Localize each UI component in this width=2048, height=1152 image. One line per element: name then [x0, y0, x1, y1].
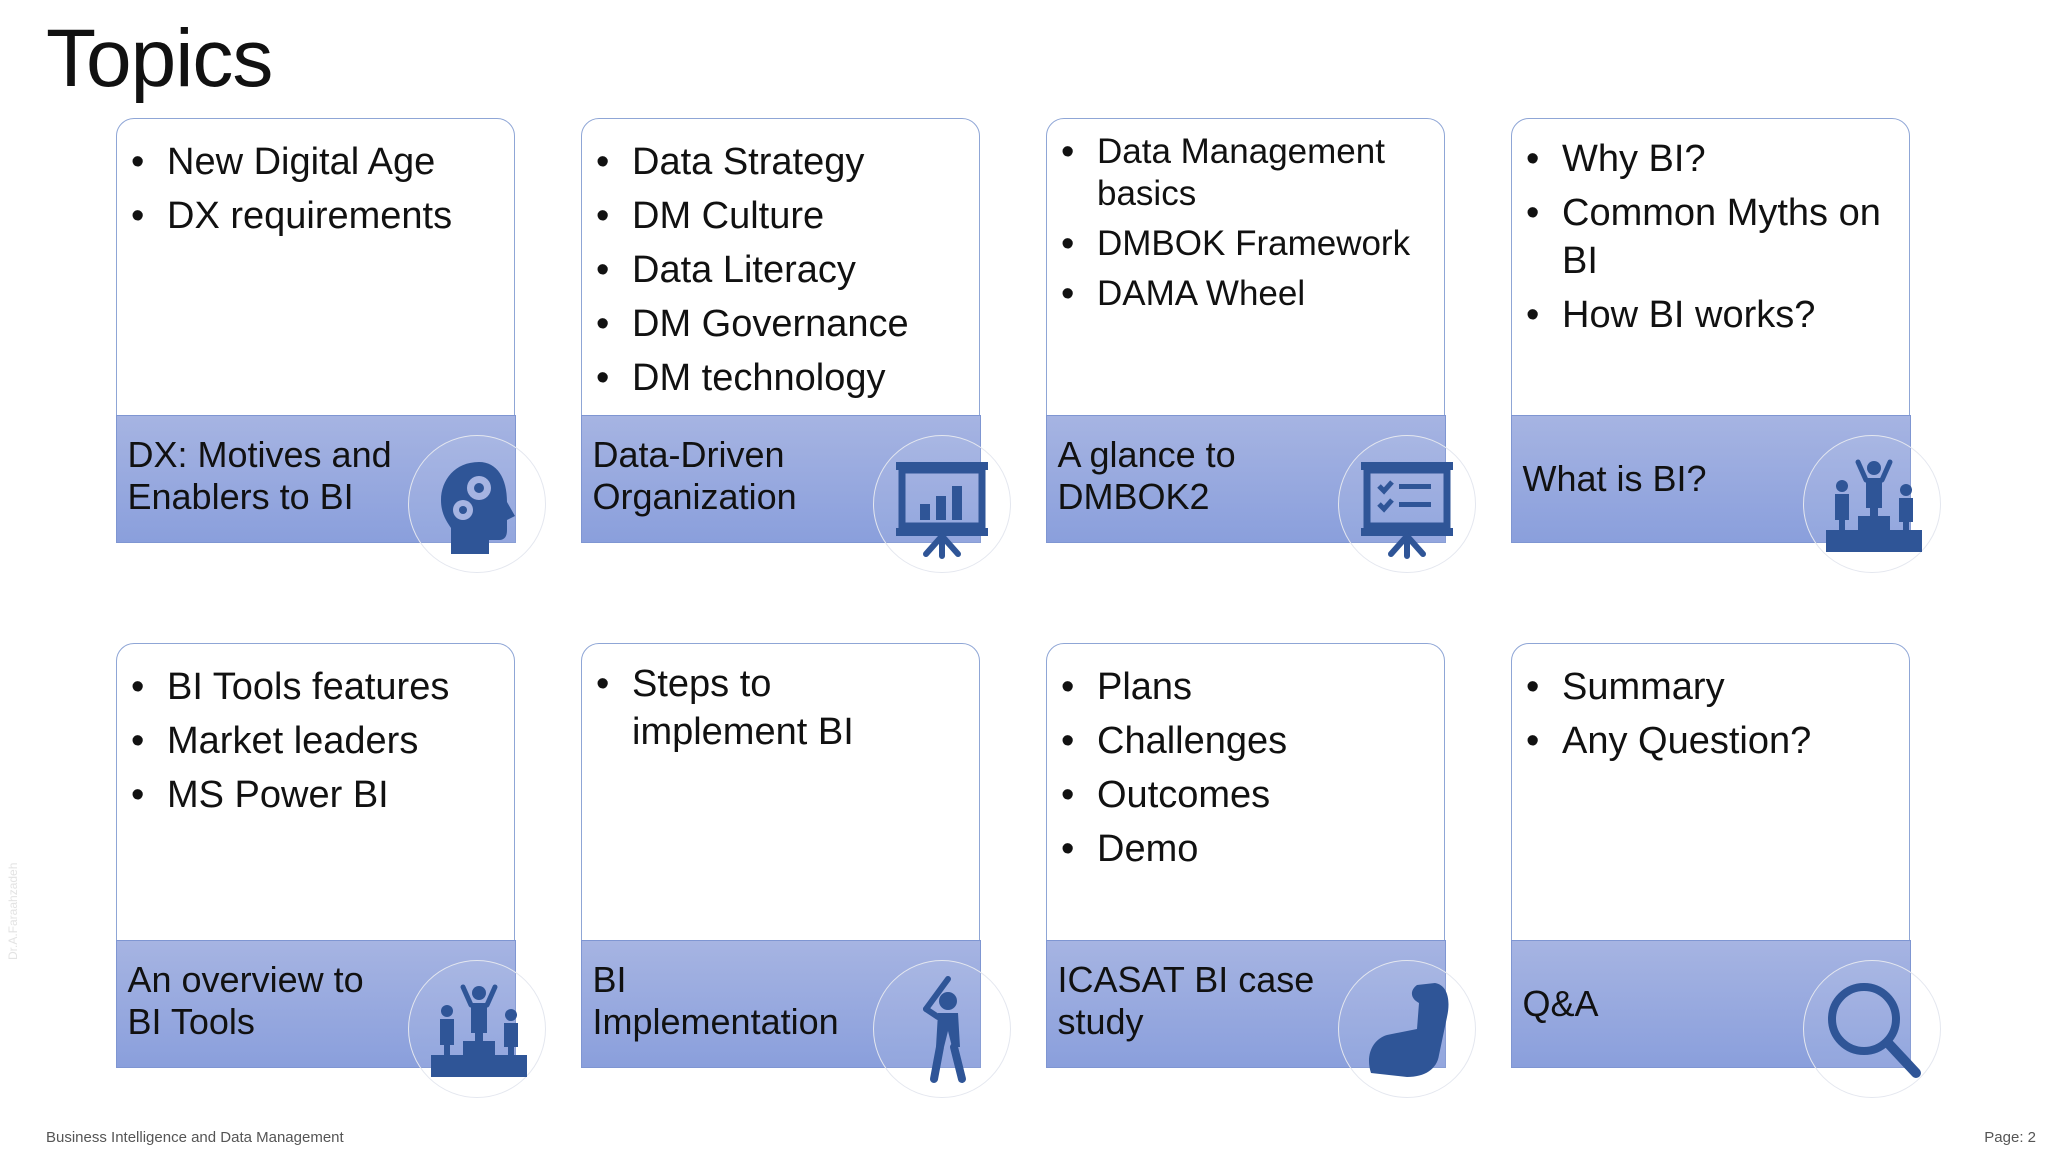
topic-list: Summary Any Question? [1512, 644, 1909, 768]
head-gears-icon [408, 435, 546, 573]
topic-item: MS Power BI [129, 768, 500, 822]
topic-card-case-study: Plans Challenges Outcomes Demo ICASAT BI… [1045, 643, 1476, 1098]
topic-item: DM Governance [594, 297, 965, 351]
topic-item: Any Question? [1524, 714, 1895, 768]
card-title: A glance to DMBOK2 [1057, 433, 1236, 517]
card-title: Data-Driven Organization [592, 433, 797, 517]
card-title: An overview to BI Tools [127, 958, 364, 1042]
topic-item: DX requirements [129, 189, 500, 243]
podium-people-icon [408, 960, 546, 1098]
topic-list: BI Tools features Market leaders MS Powe… [117, 644, 514, 822]
topic-list: New Digital Age DX requirements [117, 119, 514, 243]
topic-item: Data Management basics [1059, 131, 1430, 215]
footer-page-number: Page: 2 [1984, 1129, 2036, 1146]
topic-item: Common Myths on BI [1524, 189, 1895, 285]
topic-card-dx: New Digital Age DX requirements DX: Moti… [115, 118, 546, 573]
magnifier-icon [1803, 960, 1941, 1098]
baseball-batter-icon [873, 960, 1011, 1098]
topic-item: DM Culture [594, 189, 965, 243]
topic-item: DMBOK Framework [1059, 223, 1430, 265]
presentation-checklist-icon [1338, 435, 1476, 573]
topic-list: Plans Challenges Outcomes Demo [1047, 644, 1444, 876]
topic-item: Market leaders [129, 714, 500, 768]
topic-card-data-driven: Data Strategy DM Culture Data Literacy D… [580, 118, 1011, 573]
footer-course-name: Business Intelligence and Data Managemen… [46, 1129, 344, 1146]
topic-item: How BI works? [1524, 291, 1895, 339]
topic-item: DAMA Wheel [1059, 273, 1430, 315]
podium-people-icon [1803, 435, 1941, 573]
topic-list: Data Strategy DM Culture Data Literacy D… [582, 119, 979, 405]
topic-item: Data Literacy [594, 243, 965, 297]
card-title: BI Implementation [592, 958, 839, 1042]
topic-card-bi-implementation: Steps to implement BI BI Implementation [580, 643, 1011, 1098]
slide-title: Topics [46, 13, 273, 104]
topic-item: Summary [1524, 660, 1895, 714]
topic-item: Steps to implement BI [594, 660, 882, 756]
topic-card-dmbok: Data Management basics DMBOK Framework D… [1045, 118, 1476, 573]
side-watermark: Dr.A.Faraahzadeh [6, 862, 20, 960]
topic-item: DM technology [594, 351, 965, 405]
card-title: What is BI? [1522, 457, 1707, 499]
topic-list: Steps to implement BI [582, 644, 979, 756]
topic-item: New Digital Age [129, 135, 500, 189]
flexed-arm-icon [1338, 960, 1476, 1098]
card-title: Q&A [1522, 982, 1599, 1024]
topic-card-bi-tools: BI Tools features Market leaders MS Powe… [115, 643, 546, 1098]
topic-item: Data Strategy [594, 135, 965, 189]
topic-item: BI Tools features [129, 660, 500, 714]
card-title: ICASAT BI case study [1057, 958, 1315, 1042]
topic-item: Plans [1059, 660, 1430, 714]
topic-item: Challenges [1059, 714, 1430, 768]
topic-list: Why BI? Common Myths on BI How BI works? [1512, 119, 1909, 339]
topic-item: Outcomes [1059, 768, 1430, 822]
topic-card-what-is-bi: Why BI? Common Myths on BI How BI works?… [1510, 118, 1941, 573]
presentation-chart-icon [873, 435, 1011, 573]
topic-item: Why BI? [1524, 135, 1895, 183]
topic-item: Demo [1059, 822, 1430, 876]
card-title: DX: Motives and Enablers to BI [127, 433, 392, 517]
topic-list: Data Management basics DMBOK Framework D… [1047, 119, 1444, 315]
topic-card-qa: Summary Any Question? Q&A [1510, 643, 1941, 1098]
